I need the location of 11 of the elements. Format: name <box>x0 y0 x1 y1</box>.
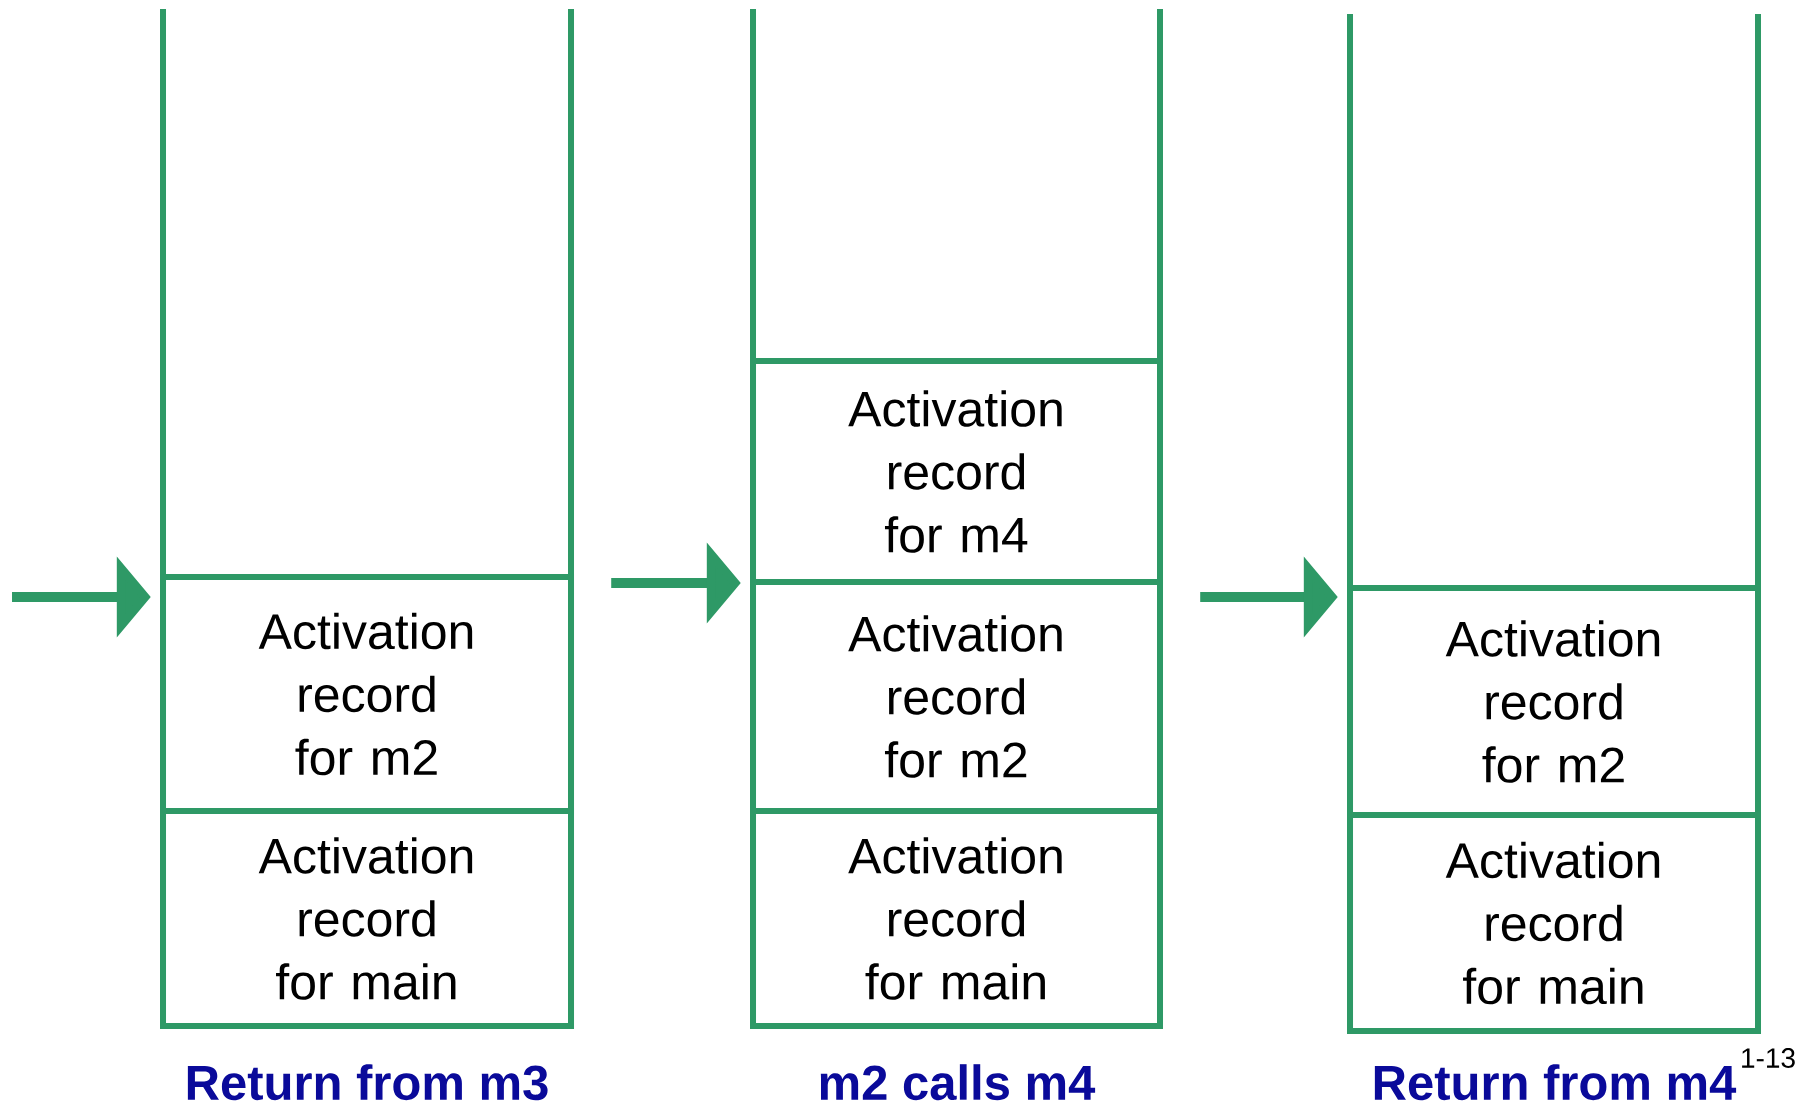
record-box: Activation record for m2 <box>160 574 574 814</box>
stack-caption: Return from m3 <box>187 1064 548 1101</box>
record-box: Activation record for m4 <box>750 358 1163 585</box>
record-box: Activation record for main <box>750 808 1163 1029</box>
stack-caption: m2 calls m4 <box>820 1064 1096 1101</box>
record-box: Activation record for m2 <box>1347 585 1761 818</box>
record-box: Activation record for main <box>160 808 574 1029</box>
page-number: 1-13 <box>1742 1048 1795 1068</box>
record-box: Activation record for m2 <box>750 579 1163 814</box>
record-box: Activation record for main <box>1347 812 1761 1034</box>
stack-caption: Return from m4 <box>1374 1064 1737 1101</box>
